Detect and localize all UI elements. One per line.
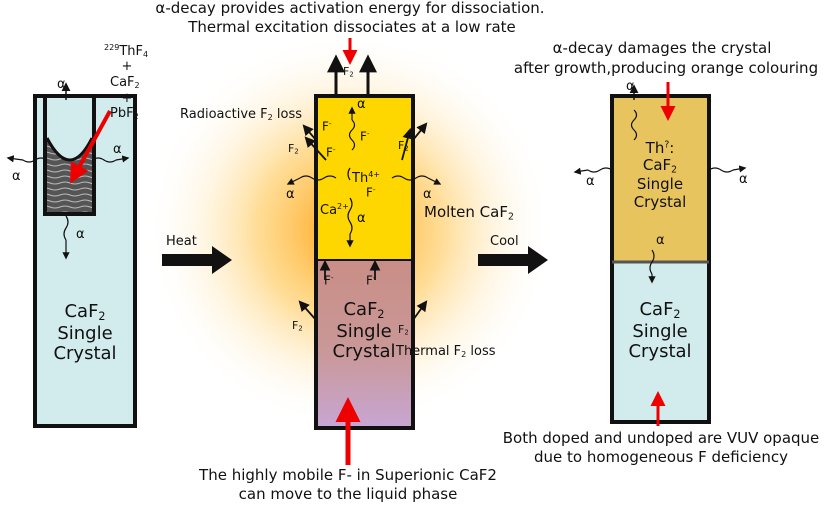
middle-crystal-label: CaF2 Single Crystal bbox=[332, 299, 396, 363]
top-caption-line1: α-decay provides activation energy for d… bbox=[155, 0, 545, 17]
left-plus-1: + bbox=[121, 59, 133, 74]
middle-fminus-3: F- bbox=[326, 145, 336, 160]
thermal-f2-loss: Thermal F2 loss bbox=[396, 344, 496, 359]
right-alpha-right: α bbox=[739, 172, 748, 187]
middle-fminus-4: F- bbox=[366, 185, 376, 200]
heat-label: Heat bbox=[166, 234, 197, 249]
middle-f2-right-top: F2 bbox=[398, 139, 409, 153]
left-alpha-top: α bbox=[57, 77, 66, 92]
left-mixture-pbf2: PbF2 bbox=[110, 106, 139, 121]
bottom-mid-caption-line2: can move to the liquid phase bbox=[238, 485, 458, 503]
middle-tube bbox=[286, 38, 442, 465]
heat-arrow bbox=[162, 246, 232, 274]
middle-alpha-mid: α bbox=[357, 211, 366, 226]
middle-alpha-top: α bbox=[357, 97, 366, 112]
right-alpha-top: α bbox=[626, 79, 635, 94]
left-alpha-right: α bbox=[113, 142, 122, 157]
middle-f2-right-bottom: F2 bbox=[398, 323, 409, 337]
cool-label: Cool bbox=[490, 234, 519, 249]
middle-fminus-5: F- bbox=[324, 273, 334, 288]
right-upper-label: Th?: CaF2 Single Crystal bbox=[633, 139, 687, 211]
cool-arrow bbox=[478, 246, 548, 274]
middle-fminus-6: F- bbox=[366, 273, 376, 288]
middle-f2-top: F2 bbox=[343, 65, 354, 79]
right-tube bbox=[573, 82, 747, 426]
middle-alpha-right: α bbox=[423, 187, 432, 202]
right-top-caption-line2: after growth,producing orange colouring bbox=[513, 59, 819, 77]
bottom-mid-caption-line1: The highly mobile F- in Superionic CaF2 bbox=[199, 466, 497, 484]
bottom-right-caption-line1: Both doped and undoped are VUV opaque bbox=[502, 429, 820, 447]
middle-f2-left-top: F2 bbox=[288, 142, 299, 156]
left-alpha-left: α bbox=[12, 169, 21, 184]
middle-f2-left-bottom: F2 bbox=[292, 319, 303, 333]
middle-fminus-2: F- bbox=[360, 129, 370, 144]
bottom-right-caption-line2: due to homogeneous F deficiency bbox=[534, 448, 788, 466]
top-caption-line2: Thermal excitation dissociates at a low … bbox=[188, 18, 516, 36]
left-plus-2: + bbox=[121, 91, 133, 106]
right-alpha-mid: α bbox=[656, 233, 665, 248]
middle-ca2: Ca2+ bbox=[320, 202, 349, 218]
molten-caf2-label: Molten CaF2 bbox=[424, 203, 514, 223]
right-alpha-left: α bbox=[586, 174, 595, 189]
left-alpha-bottom: α bbox=[76, 227, 85, 242]
left-tube bbox=[6, 82, 137, 428]
right-top-caption-line1: α-decay damages the crystal bbox=[552, 39, 772, 57]
radioactive-f2-loss: Radioactive F2 loss bbox=[180, 107, 303, 122]
left-mixture-caf2: CaF2 bbox=[110, 75, 140, 90]
middle-fminus-1: F- bbox=[322, 119, 332, 134]
left-mixture-thf4: 229ThF4 bbox=[104, 43, 149, 59]
middle-th4: Th4+ bbox=[352, 170, 381, 186]
middle-alpha-left: α bbox=[286, 187, 295, 202]
left-crystal-label: CaF2 Single Crystal bbox=[53, 301, 117, 365]
right-lower-crystal-label: CaF2 Single Crystal bbox=[628, 299, 692, 363]
